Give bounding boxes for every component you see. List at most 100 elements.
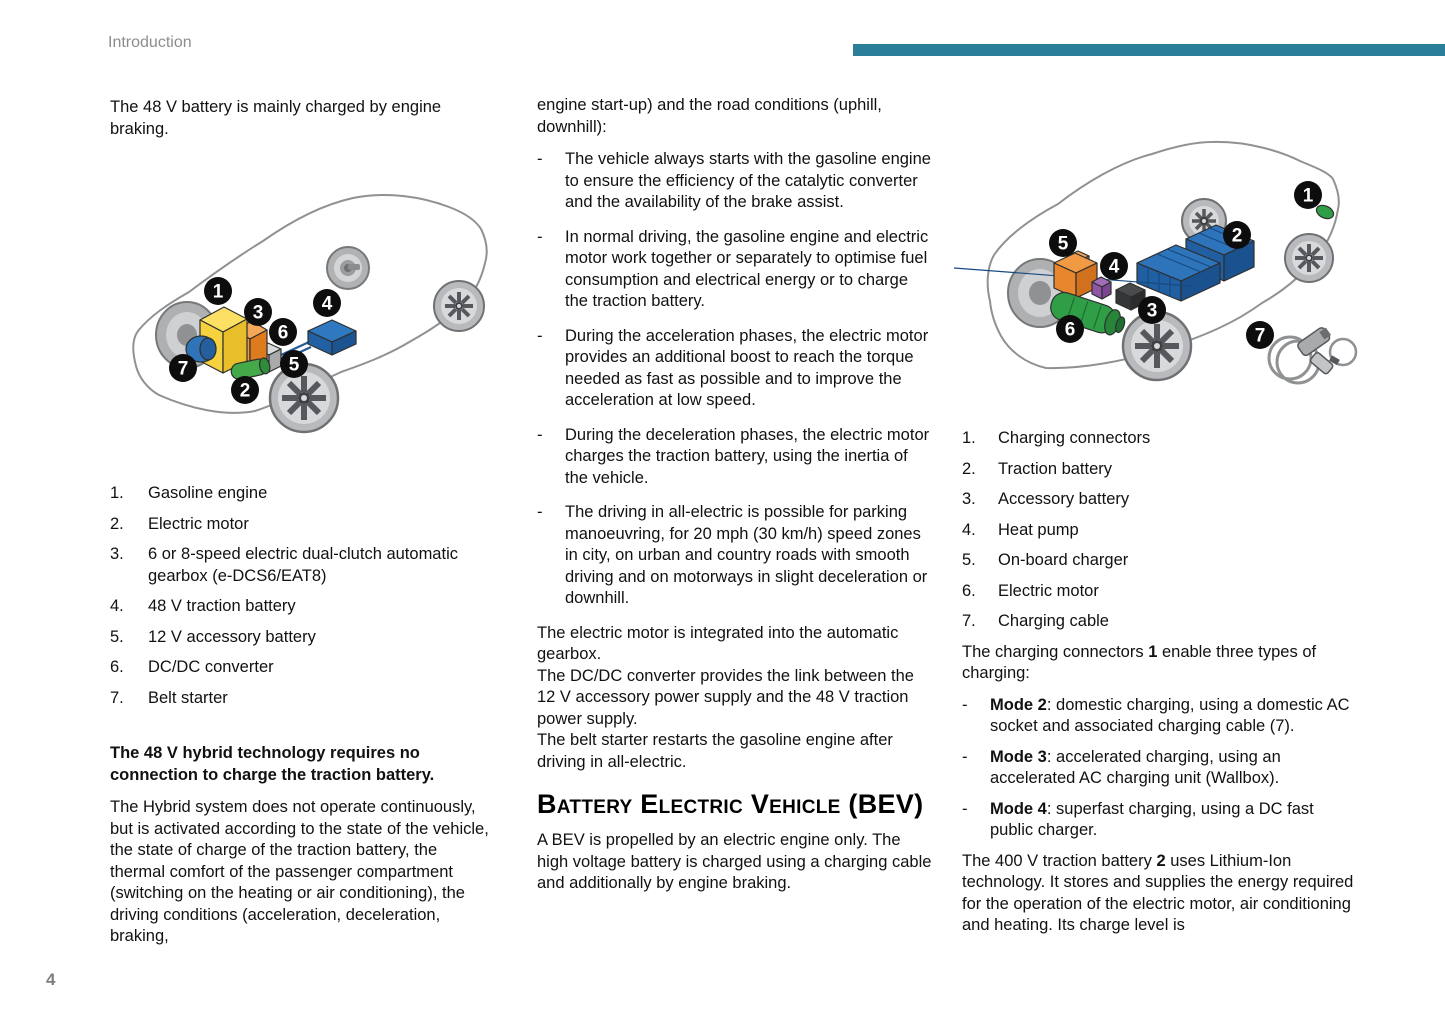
bev-section-heading: Battery Electric Vehicle (BEV) (537, 789, 924, 819)
traction-battery-paragraph: The 400 V traction battery 2 uses Lithiu… (962, 851, 1360, 937)
svg-text:2: 2 (240, 381, 251, 402)
callout-badge: 5 (1049, 229, 1077, 257)
list-item: 1. Gasoline engine (110, 483, 495, 505)
list-number: 6. (110, 658, 124, 676)
bullet-dash: - (962, 799, 968, 818)
bullet-dash: - (962, 747, 968, 766)
list-number: 6. (962, 581, 976, 600)
callout-badge: 2 (1223, 221, 1251, 249)
mode-label: Mode 2 (990, 695, 1047, 714)
bullet-text: Mode 3: accelerated charging, using an a… (990, 747, 1360, 790)
list-item: 7.Charging cable (962, 611, 1360, 633)
mode-text: : superfast charging, using a DC fast pu… (990, 799, 1314, 840)
callout-badge: 6 (1056, 315, 1084, 343)
bullet-dash: - (537, 503, 543, 521)
list-item: 4. Heat pump (962, 520, 1360, 542)
bullet-text: During the acceleration phases, the elec… (565, 326, 929, 410)
list-number: 5. (962, 551, 976, 569)
bullet-item: -In normal driving, the gasoline engine … (537, 227, 935, 313)
callout-badge: 1 (1294, 181, 1322, 209)
list-item: 2.Electric motor (110, 514, 495, 536)
bullet-dash: - (962, 695, 968, 714)
list-number: 5. (110, 627, 124, 646)
bullet-item: - Mode 4: superfast charging, using a DC … (962, 799, 1360, 842)
svg-text:6: 6 (278, 323, 289, 344)
list-text: Charging connectors (998, 429, 1151, 447)
bullet-dash: - (537, 425, 543, 444)
svg-text:1: 1 (1303, 186, 1314, 207)
list-text: 6 or 8-speed electric dual-clutch automa… (148, 545, 458, 585)
dcdc-paragraph: The DC/DC converter provides the link be… (537, 666, 914, 728)
list-number: 7. (110, 688, 124, 707)
list-number: 3. (962, 490, 976, 508)
paragraph-text: The 400 V traction battery (962, 851, 1157, 870)
callout-badge: 7 (169, 354, 197, 382)
bullet-item: - Mode 3: accelerated charging, using an … (962, 747, 1360, 790)
list-item: 5. On-board charger (962, 550, 1360, 572)
list-number: 4. (962, 520, 976, 539)
middle-column: engine start-up) and the road conditions… (537, 95, 935, 895)
accent-bar (853, 44, 1445, 56)
hybrid-powertrain-diagram: 1 3 6 4 7 2 5 (105, 165, 495, 455)
driving-modes-bullets: - The vehicle always starts with the gaso… (537, 149, 935, 610)
on-board-charger (1053, 250, 1098, 299)
bullet-text: During the deceleration phases, the elec… (565, 425, 930, 487)
svg-text:3: 3 (253, 303, 264, 324)
accessory-battery (1115, 282, 1146, 311)
list-text: DC/DC converter (148, 658, 274, 676)
svg-text:1: 1 (213, 282, 224, 303)
mode-label: Mode 4 (990, 799, 1047, 818)
bullet-dash: - (537, 150, 543, 168)
bullet-text: The vehicle always starts with the gasol… (565, 150, 931, 211)
list-number: 4. (110, 597, 124, 615)
traction-battery-pack (954, 224, 1255, 302)
wheel (268, 362, 340, 434)
belt-starter-paragraph: The belt starter restarts the gasoline e… (537, 731, 893, 771)
bold-note: The 48 V hybrid technology requires no c… (110, 744, 435, 784)
list-text: 48 V traction battery (148, 597, 296, 615)
bold-reference: 1 (1148, 642, 1158, 661)
bev-diagram: 1 2 5 4 3 6 7 (954, 105, 1360, 410)
belt-starter (185, 335, 217, 363)
svg-text:5: 5 (1058, 234, 1069, 255)
list-number: 2. (962, 459, 976, 478)
list-number: 1. (110, 484, 124, 502)
callout-badge: 6 (269, 318, 297, 346)
list-text: Heat pump (998, 520, 1079, 539)
bev-paragraph: A BEV is propelled by an electric engine… (537, 831, 932, 892)
list-text: 12 V accessory battery (148, 627, 316, 646)
mode-text: : domestic charging, using a domestic AC… (990, 695, 1350, 736)
paragraph-text: enable three types of charging: (962, 642, 1317, 683)
list-number: 3. (110, 545, 124, 563)
hybrid-car-illustration: 1 3 6 4 7 2 5 (132, 193, 488, 434)
electric-motor-paragraph: The electric motor is integrated into th… (537, 623, 899, 664)
bullet-text: In normal driving, the gasoline engine a… (565, 227, 929, 311)
callout-badge: 3 (1138, 296, 1166, 324)
electric-motor (1050, 291, 1126, 336)
svg-text:4: 4 (322, 294, 333, 315)
callout-badge: 2 (231, 376, 259, 404)
hybrid-legend-list: 1. Gasoline engine 2.Electric motor 3. 6 o… (110, 483, 495, 709)
callout-badge: 5 (280, 350, 308, 378)
callout-badge: 7 (1246, 321, 1274, 349)
electric-motor (230, 357, 271, 380)
bev-car-illustration: 1 2 5 4 3 6 7 (954, 140, 1358, 385)
list-number: 1. (962, 429, 976, 447)
mode-label: Mode 3 (990, 747, 1047, 766)
list-item: 3. 6 or 8-speed electric dual-clutch auto… (110, 544, 495, 587)
traction-battery-48v (307, 319, 357, 356)
bullet-text: Mode 2: domestic charging, using a domes… (990, 695, 1360, 738)
page-number: 4 (46, 970, 56, 989)
heat-pump (1091, 276, 1112, 300)
bullet-dash: - (537, 326, 543, 345)
wheel (326, 246, 370, 290)
charging-modes-bullets: - Mode 2: domestic charging, using a dome… (962, 695, 1360, 842)
page-header-title: Introduction (108, 34, 192, 51)
list-text: On-board charger (998, 551, 1129, 569)
list-text: Electric motor (148, 514, 249, 533)
intro-paragraph: The 48 V battery is mainly charged by en… (110, 98, 442, 138)
list-text: Gasoline engine (148, 484, 268, 502)
paragraph-text: The charging connectors (962, 642, 1149, 661)
svg-text:7: 7 (178, 359, 189, 380)
bullet-item: - During the deceleration phases, the ele… (537, 425, 935, 490)
